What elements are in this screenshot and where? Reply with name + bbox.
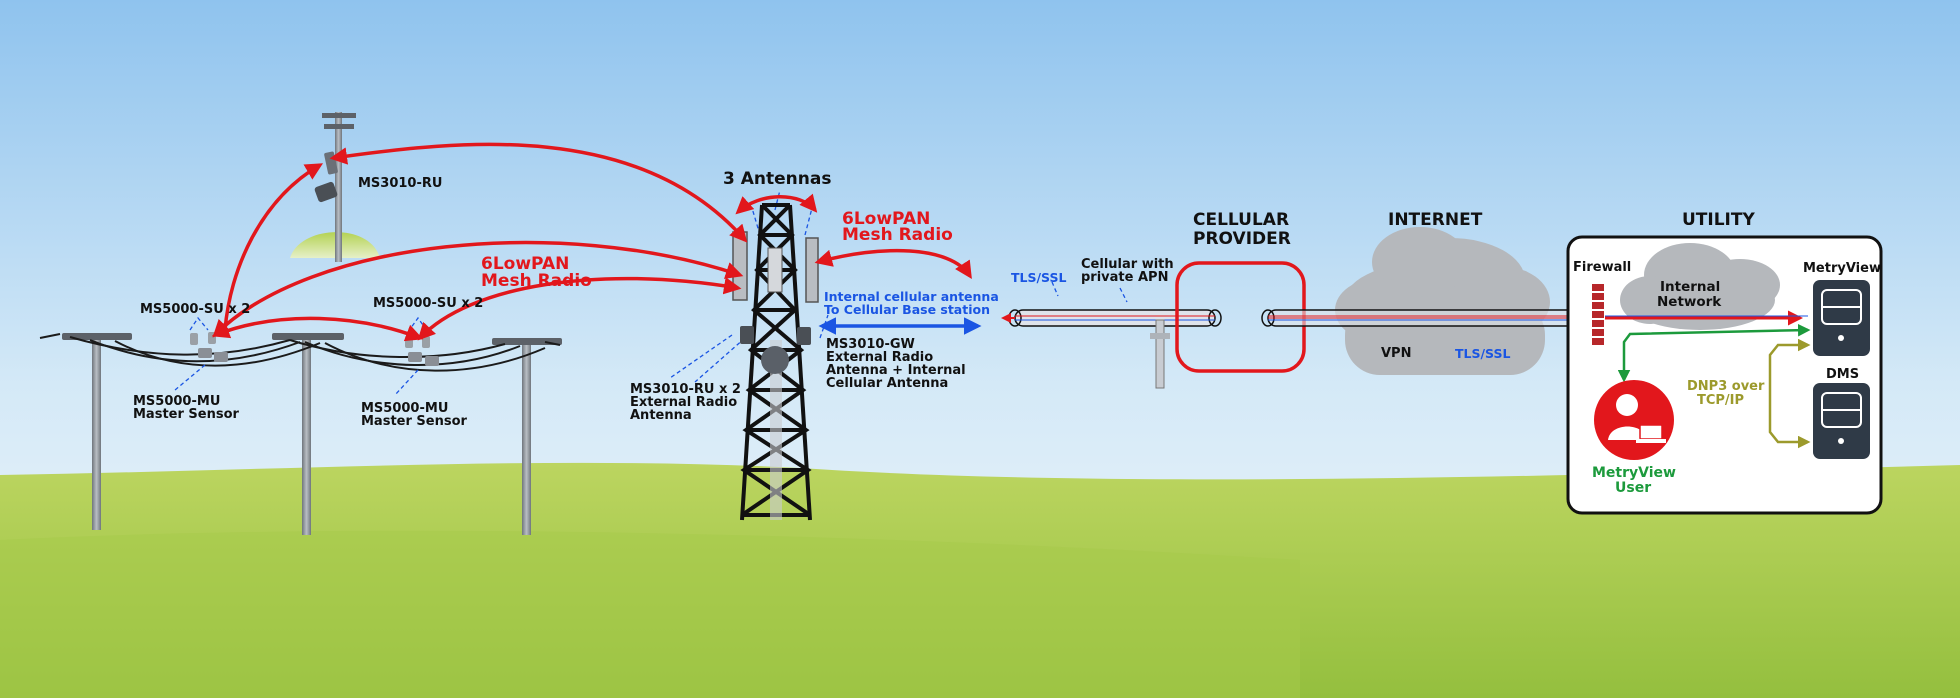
vpn-tunnel	[1261, 309, 1609, 327]
label-tls-ssl-left: TLS/SSL	[1011, 270, 1067, 285]
label-metryview: MetryView	[1803, 261, 1881, 276]
label-internal-network-2: Network	[1657, 294, 1722, 310]
user-link-arrow	[1617, 323, 1811, 383]
label-internal-network-1: Internal	[1660, 279, 1720, 295]
mesh-radio-links	[211, 142, 972, 342]
label-metryview-user-1: MetryView	[1592, 465, 1676, 481]
label-three-antennas: 3 Antennas	[723, 169, 831, 189]
label-metryview-user-2: User	[1615, 480, 1651, 496]
tower-ladder	[770, 340, 782, 520]
grass-shade	[0, 530, 1300, 698]
label-internal-cellular-1: Internal cellular antenna	[824, 289, 999, 304]
user-avatar-icon	[1594, 380, 1674, 460]
label-dms: DMS	[1826, 367, 1859, 382]
label-mesh-radio-left-1: 6LowPAN	[481, 254, 569, 274]
internal-network-cloud-icon	[1620, 243, 1780, 330]
label-cellular-apn-2: private APN	[1081, 270, 1168, 285]
label-cellular-provider-1: CELLULAR	[1193, 210, 1289, 230]
label-firewall: Firewall	[1573, 260, 1631, 275]
label-vpn: VPN	[1381, 346, 1411, 361]
label-ms3010-ru-x2-3: Antenna	[630, 408, 692, 423]
label-ms5000-su-right: MS5000-SU x 2	[373, 296, 483, 311]
label-ms3010-gw-2: External Radio	[826, 350, 933, 365]
label-ms3010-gw-3: Antenna + Internal	[826, 363, 966, 378]
label-mesh-radio-right-2: Mesh Radio	[842, 225, 953, 245]
label-mesh-radio-left-2: Mesh Radio	[481, 271, 592, 291]
label-ms5000-mu-right-1: MS5000-MU	[361, 401, 448, 416]
label-ms3010-ru-x2-2: External Radio	[630, 395, 737, 410]
label-tls-ssl-right: TLS/SSL	[1455, 346, 1511, 361]
label-ms3010-gw-1: MS3010-GW	[826, 337, 915, 352]
label-ms5000-mu-right-2: Master Sensor	[361, 414, 468, 429]
label-ms3010-gw-4: Cellular Antenna	[826, 376, 948, 391]
cell-antenna-icon	[1150, 319, 1170, 389]
label-mesh-radio-right-1: 6LowPAN	[842, 209, 930, 229]
label-ms3010-ru-x2-1: MS3010-RU x 2	[630, 382, 741, 397]
dnp3-link-arrow	[1768, 338, 1811, 449]
tls-tunnel	[1008, 309, 1222, 327]
label-utility: UTILITY	[1682, 210, 1755, 230]
label-ms5000-mu-left-1: MS5000-MU	[133, 394, 220, 409]
firewall-brick-icon	[1592, 284, 1604, 345]
label-dnp3-2: TCP/IP	[1697, 393, 1744, 408]
label-cellular-provider-2: PROVIDER	[1193, 229, 1291, 249]
label-internal-cellular-2: To Cellular Base station	[824, 302, 990, 317]
label-cellular-apn-1: Cellular with	[1081, 257, 1174, 272]
label-internet: INTERNET	[1388, 210, 1483, 230]
label-dnp3-1: DNP3 over	[1687, 379, 1765, 394]
laptop-icon	[1636, 424, 1666, 443]
label-ms5000-su-left: MS5000-SU x 2	[140, 302, 250, 317]
power-lines	[39, 333, 561, 372]
label-ms5000-mu-left-2: Master Sensor	[133, 407, 240, 422]
label-ms3010-ru: MS3010-RU	[358, 176, 442, 191]
dms-server-icon	[1813, 383, 1870, 459]
metryview-server-icon	[1813, 280, 1870, 356]
